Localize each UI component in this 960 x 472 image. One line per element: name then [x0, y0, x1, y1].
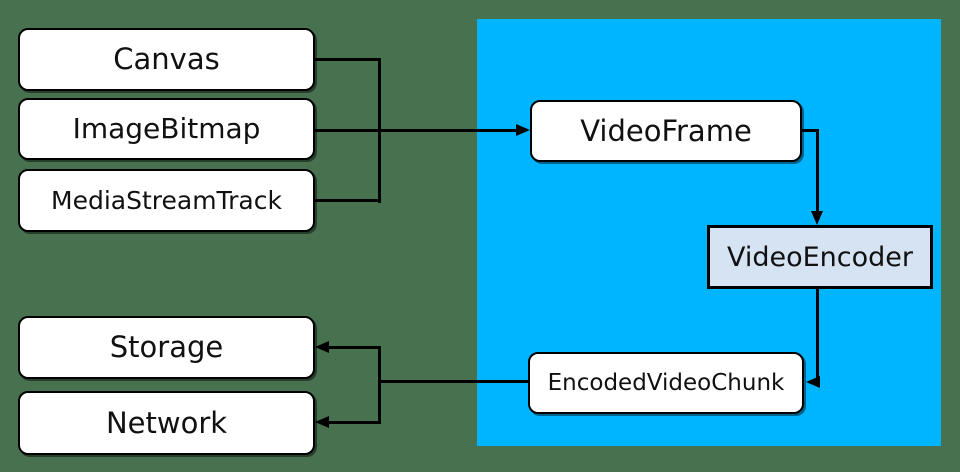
- arrowhead-into-encodedvideochunk: [806, 376, 820, 388]
- node-mediastreamtrack: MediaStreamTrack: [18, 169, 315, 232]
- node-imagebitmap: ImageBitmap: [18, 98, 315, 160]
- edge-chunk-out-horizontal: [378, 380, 528, 383]
- edge-videoframe-to-videoencoder-vertical: [816, 129, 819, 212]
- arrowhead-into-storage: [315, 341, 329, 353]
- arrowhead-into-network: [315, 416, 329, 428]
- edge-outputs-junction-vertical: [378, 346, 381, 424]
- node-mediastreamtrack-label: MediaStreamTrack: [51, 186, 282, 215]
- edge-sources-to-videoframe: [315, 129, 517, 132]
- node-videoframe-label: VideoFrame: [580, 113, 752, 148]
- edge-canvas-connector: [315, 58, 381, 61]
- edge-videoframe-out-horizontal: [802, 129, 819, 132]
- node-network: Network: [18, 391, 315, 455]
- node-canvas: Canvas: [18, 28, 315, 91]
- edge-to-network: [327, 421, 381, 424]
- node-videoencoder: VideoEncoder: [707, 225, 933, 289]
- node-encodedvideochunk: EncodedVideoChunk: [528, 352, 804, 414]
- node-network-label: Network: [105, 405, 228, 440]
- edge-to-storage: [327, 346, 381, 349]
- edge-mediastreamtrack-connector: [315, 199, 381, 202]
- node-storage: Storage: [18, 316, 315, 379]
- node-videoencoder-label: VideoEncoder: [726, 241, 914, 273]
- node-canvas-label: Canvas: [113, 42, 220, 76]
- arrowhead-into-videoframe: [516, 124, 530, 136]
- node-imagebitmap-label: ImageBitmap: [72, 112, 261, 145]
- node-videoframe: VideoFrame: [530, 100, 802, 162]
- edge-videoencoder-to-chunk-vertical: [816, 289, 819, 384]
- node-storage-label: Storage: [109, 330, 224, 364]
- node-encodedvideochunk-label: EncodedVideoChunk: [547, 369, 785, 396]
- arrowhead-into-videoencoder: [811, 211, 823, 225]
